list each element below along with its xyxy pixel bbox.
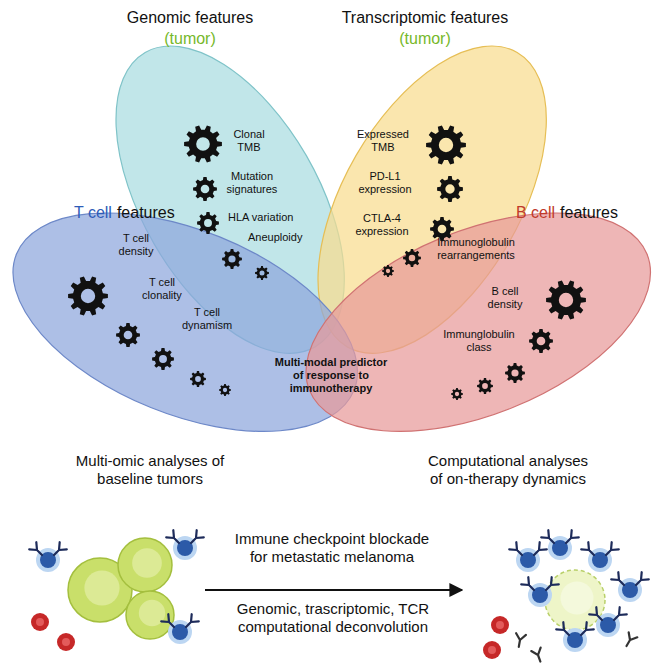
antibody bbox=[531, 648, 545, 664]
antibody bbox=[183, 614, 199, 630]
red-cell bbox=[31, 613, 49, 631]
feature-item: T cell density bbox=[110, 232, 162, 258]
red-cell bbox=[491, 616, 509, 634]
antibody bbox=[563, 530, 579, 546]
feature-item: T cell dynamism bbox=[176, 306, 238, 332]
antibody bbox=[161, 614, 177, 630]
tumor-cell bbox=[118, 538, 172, 592]
therapy-arrow bbox=[205, 589, 462, 591]
feature-title: features bbox=[560, 203, 618, 222]
section-caption: Computational analyses of on-therapy dyn… bbox=[420, 452, 596, 488]
feature-ellipse: Genomic features(tumor)Clonal TMBMutatio… bbox=[116, 46, 344, 353]
feature-item: T cell clonality bbox=[133, 276, 191, 302]
antibody bbox=[541, 530, 557, 546]
feature-title: Transcriptomic features bbox=[330, 8, 520, 27]
center-label: Multi-modal predictor of response to imm… bbox=[271, 356, 391, 396]
feature-item: Expressed TMB bbox=[352, 128, 414, 154]
antibody bbox=[543, 577, 559, 593]
antibody bbox=[51, 542, 67, 558]
section-caption: Multi-omic analyses of baseline tumors bbox=[70, 452, 230, 488]
antibody bbox=[581, 542, 597, 558]
feature-item: HLA variation bbox=[228, 211, 293, 224]
feature-title: Genomic features bbox=[120, 8, 260, 27]
antibody bbox=[622, 632, 637, 648]
feature-item: Immunoglobulin rearrangements bbox=[428, 236, 524, 262]
antibody bbox=[29, 542, 45, 558]
antibody bbox=[578, 622, 594, 638]
antibody bbox=[509, 542, 525, 558]
tumor-cell bbox=[545, 570, 605, 630]
antibody bbox=[166, 530, 182, 546]
feature-title: (tumor) bbox=[330, 29, 520, 48]
ellipse-shape bbox=[275, 169, 664, 476]
feature-ellipse: B cellfeaturesImmunoglobulin rearrangeme… bbox=[306, 213, 650, 431]
feature-item: Mutation signatures bbox=[221, 170, 283, 196]
arrow-label: Genomic, trascriptomic, TCR computationa… bbox=[226, 600, 440, 636]
antibody bbox=[611, 607, 627, 623]
cell-illustration bbox=[29, 530, 649, 663]
antibody bbox=[531, 542, 547, 558]
feature-item: Immunglobulin class bbox=[436, 328, 522, 354]
antibody bbox=[603, 542, 619, 558]
antibody bbox=[188, 530, 204, 546]
red-cell bbox=[483, 641, 501, 659]
antibody bbox=[611, 572, 627, 588]
feature-title: B cell bbox=[516, 203, 555, 222]
antibody bbox=[633, 572, 649, 588]
ellipse-outline bbox=[116, 46, 344, 353]
arrow-label: Immune checkpoint blockade for metastati… bbox=[228, 530, 436, 566]
antibody bbox=[514, 633, 526, 648]
feature-item: Clonal TMB bbox=[226, 128, 272, 154]
red-cell bbox=[57, 633, 75, 651]
tumor-cell bbox=[126, 591, 174, 639]
feature-item: PD-L1 expression bbox=[348, 170, 422, 196]
feature-item: CTLA-4 expression bbox=[344, 212, 420, 238]
feature-item: B cell density bbox=[478, 285, 532, 311]
feature-title: features bbox=[117, 203, 175, 222]
antibody bbox=[556, 622, 572, 638]
feature-item: Aneuploidy bbox=[248, 231, 302, 244]
antibody bbox=[521, 577, 537, 593]
feature-title: T cell bbox=[74, 203, 112, 222]
feature-ellipse: T cellfeaturesT cell densityT cell clona… bbox=[13, 213, 357, 431]
feature-title: (tumor) bbox=[120, 29, 260, 48]
antibody bbox=[589, 607, 605, 623]
